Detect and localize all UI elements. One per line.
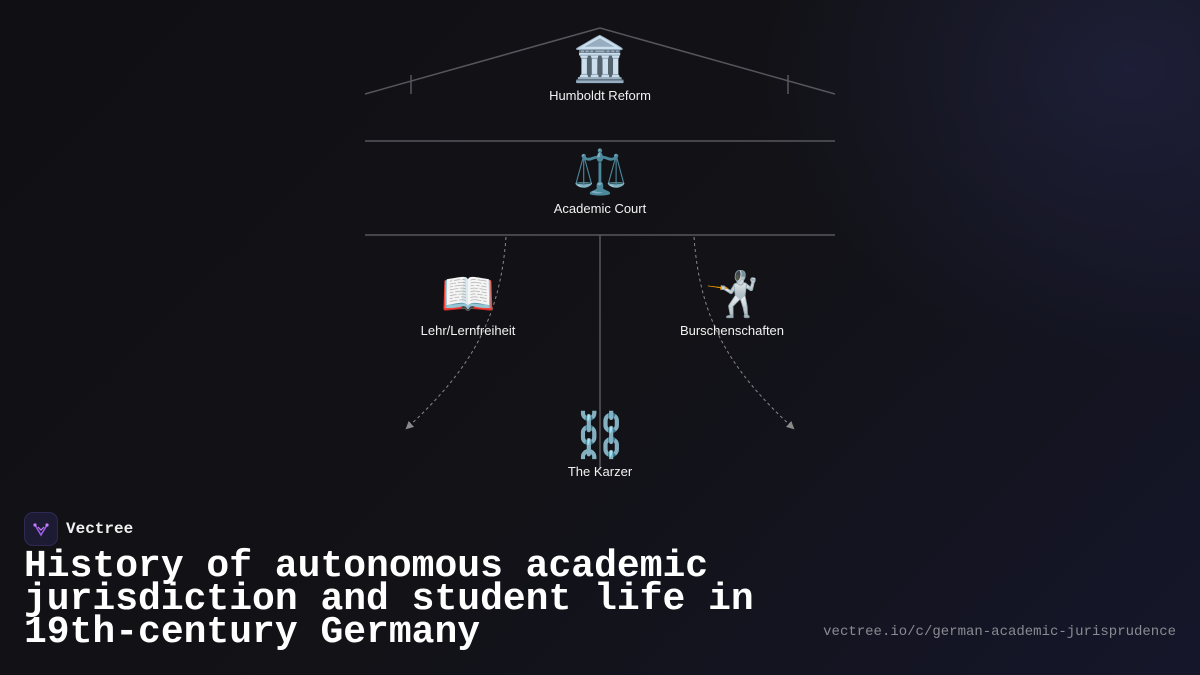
node-humboldt-reform: 🏛️ Humboldt Reform bbox=[500, 35, 700, 105]
node-lehr-lernfreiheit: 📖 Lehr/Lernfreiheit bbox=[368, 270, 568, 340]
brand: Vectree bbox=[24, 512, 133, 546]
node-label: Academic Court bbox=[553, 201, 647, 216]
node-burschenschaften: 🤺 Burschenschaften bbox=[632, 270, 832, 340]
node-label: Humboldt Reform bbox=[549, 88, 651, 103]
roof-left-line bbox=[364, 27, 601, 95]
dashed-arrow-right bbox=[693, 236, 795, 430]
dashed-arrow-left bbox=[405, 236, 507, 430]
source-url: vectree.io/c/german-academic-jurispruden… bbox=[823, 624, 1176, 640]
classical-building-icon: 🏛️ bbox=[572, 34, 628, 85]
brand-name: Vectree bbox=[66, 520, 134, 538]
balance-scale-icon: ⚖️ bbox=[572, 147, 628, 198]
node-the-karzer: ⛓️ The Karzer bbox=[500, 411, 700, 481]
fencer-icon: 🤺 bbox=[704, 269, 760, 320]
vectree-logo-icon bbox=[24, 512, 58, 546]
node-label: The Karzer bbox=[567, 464, 633, 479]
node-label: Burschenschaften bbox=[679, 323, 785, 338]
roof-right-line bbox=[599, 27, 836, 95]
node-academic-court: ⚖️ Academic Court bbox=[500, 148, 700, 218]
page-title: History of autonomous academic jurisdict… bbox=[24, 545, 754, 654]
open-book-icon: 📖 bbox=[440, 269, 496, 320]
node-label: Lehr/Lernfreiheit bbox=[420, 323, 516, 338]
chains-icon: ⛓️ bbox=[572, 410, 628, 461]
